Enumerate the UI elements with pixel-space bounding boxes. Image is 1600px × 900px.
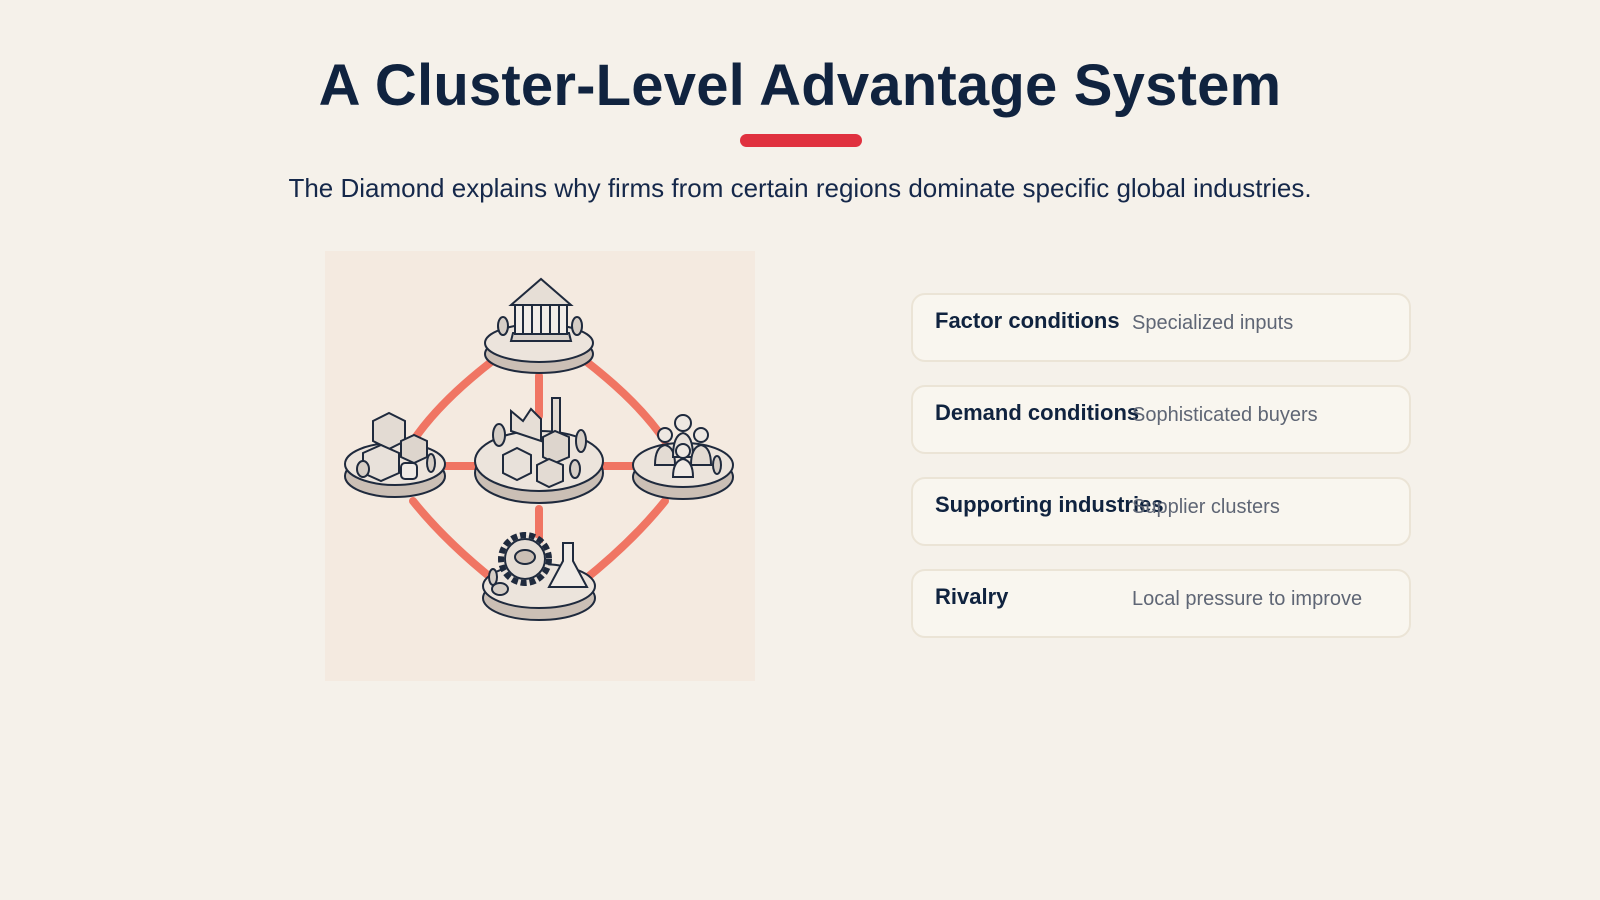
gear-flask-icon bbox=[482, 532, 596, 621]
card-description: Local pressure to improve bbox=[1132, 588, 1363, 610]
connector-top-right bbox=[579, 355, 669, 445]
slide-subtitle: The Diamond explains why firms from cert… bbox=[288, 173, 1312, 203]
card-label: Rivalry bbox=[935, 584, 1009, 609]
slide-title: A Cluster-Level Advantage System bbox=[318, 53, 1282, 118]
card-factor-conditions: Factor conditions Specialized inputs bbox=[911, 293, 1411, 362]
diamond-network-svg bbox=[344, 277, 734, 621]
card-description: Specialized inputs bbox=[1132, 312, 1294, 334]
card-rivalry: Rivalry Local pressure to improve bbox=[911, 569, 1411, 638]
card-label: Supporting industries bbox=[935, 492, 1164, 517]
diamond-illustration bbox=[325, 251, 755, 681]
warehouse-boxes-icon bbox=[344, 411, 446, 498]
title-accent-bar bbox=[740, 134, 862, 147]
connector-top-left bbox=[409, 355, 499, 445]
government-building-icon bbox=[484, 277, 594, 374]
card-label: Factor conditions bbox=[935, 308, 1120, 333]
connector-lines bbox=[409, 355, 669, 585]
card-description: Supplier clusters bbox=[1132, 496, 1280, 518]
card-demand-conditions: Demand conditions Sophisticated buyers bbox=[911, 385, 1411, 454]
card-description: Sophisticated buyers bbox=[1132, 404, 1318, 426]
card-supporting-industries: Supporting industries Supplier clusters bbox=[911, 477, 1411, 546]
connector-left-bottom bbox=[409, 497, 499, 585]
diamond-factor-cards: Factor conditions Specialized inputs Dem… bbox=[911, 293, 1411, 661]
people-group-icon bbox=[632, 414, 734, 500]
card-label: Demand conditions bbox=[935, 400, 1140, 425]
connector-right-bottom bbox=[579, 497, 669, 585]
factory-icon bbox=[474, 397, 604, 504]
